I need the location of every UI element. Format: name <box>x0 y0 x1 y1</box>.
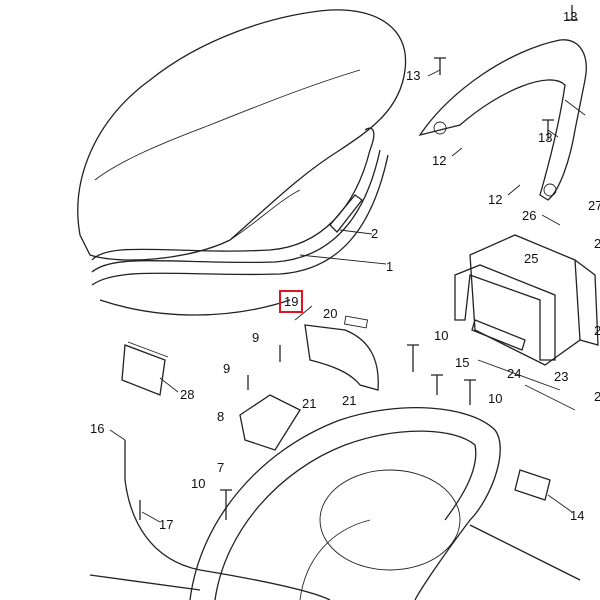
callout-8: 8 <box>217 409 225 424</box>
cable-right <box>469 469 581 581</box>
callout-7: 7 <box>217 460 225 475</box>
callout-2: 2 <box>594 323 600 338</box>
grab-bar <box>418 39 587 201</box>
callout-12: 12 <box>488 192 503 207</box>
callout-2: 2 <box>371 226 379 241</box>
callout-15: 15 <box>455 355 470 370</box>
callout-24: 24 <box>507 366 522 381</box>
cable-16 <box>89 440 331 600</box>
callout-10: 10 <box>488 391 503 406</box>
callout-13: 13 <box>406 68 421 83</box>
callout-2: 2 <box>594 236 600 251</box>
bracket-box <box>454 234 599 366</box>
lock-part-8 <box>239 394 301 451</box>
callout-19-highlighted[interactable]: 19 <box>279 290 304 313</box>
callout-26: 26 <box>522 208 537 223</box>
callout-27: 27 <box>588 198 600 213</box>
callout-13: 13 <box>538 130 553 145</box>
leader-lines <box>109 69 576 523</box>
bolts <box>139 5 578 520</box>
callout-10: 10 <box>191 476 206 491</box>
manual-booklet <box>121 341 169 396</box>
callout-9: 9 <box>252 330 260 345</box>
callout-28: 28 <box>180 387 195 402</box>
plate-20 <box>304 315 379 391</box>
callout-12: 12 <box>432 153 447 168</box>
callout-25: 25 <box>524 251 539 266</box>
callout-20: 20 <box>323 306 338 321</box>
seat <box>77 9 407 261</box>
callout-2: 2 <box>594 389 600 404</box>
callout-1: 1 <box>386 259 394 274</box>
callout-23: 23 <box>554 369 569 384</box>
callout-13: 13 <box>563 9 578 24</box>
seat-seal-strip <box>91 127 389 316</box>
callout-21: 21 <box>302 396 317 411</box>
callout-17: 17 <box>159 517 174 532</box>
callout-21: 21 <box>342 393 357 408</box>
callout-14: 14 <box>570 508 585 523</box>
callout-10: 10 <box>434 328 449 343</box>
callout-16: 16 <box>90 421 105 436</box>
callout-9: 9 <box>223 361 231 376</box>
storage-tub <box>189 407 501 600</box>
